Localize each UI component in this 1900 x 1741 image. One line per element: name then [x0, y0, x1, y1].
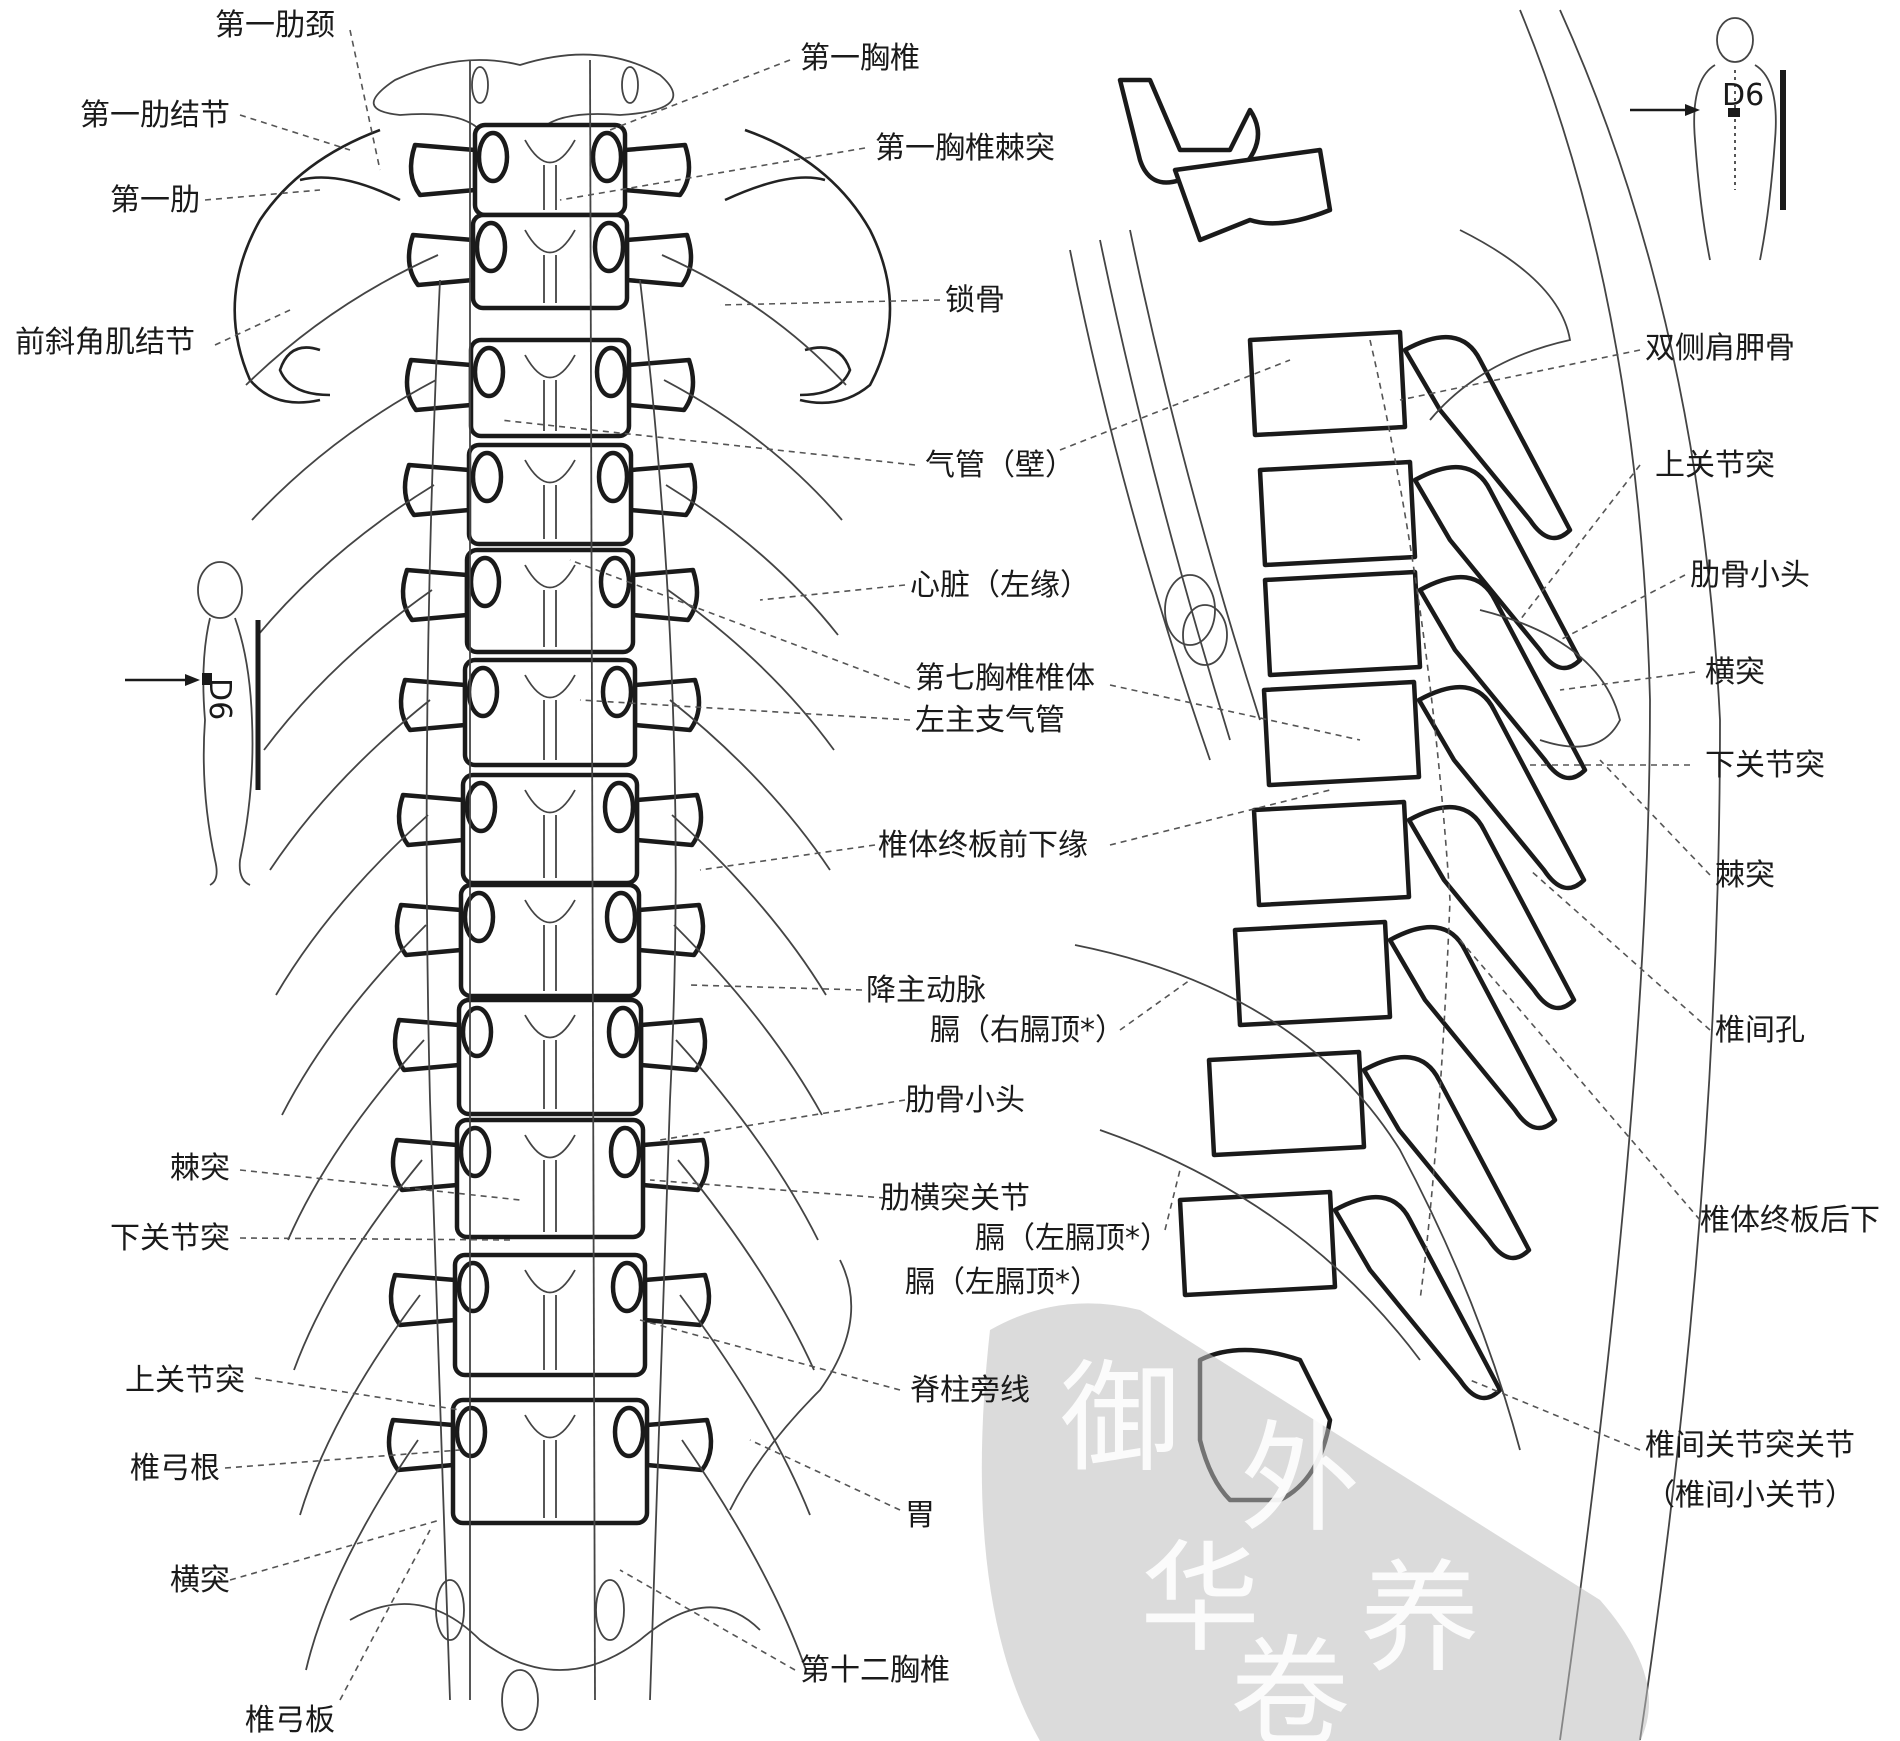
right-rib1-arch: [745, 130, 890, 403]
label-clavicle: 锁骨: [945, 283, 1005, 318]
label-intervertebral-foramen: 椎间孔: [1715, 1013, 1805, 1048]
label-t1: 第一胸椎: [800, 41, 920, 76]
label-stomach: 胃: [905, 1498, 935, 1533]
ap-view: [235, 55, 890, 1730]
ap-vertebra: [401, 660, 699, 765]
label-rib1-neck: 第一肋颈: [215, 8, 335, 43]
rib-right: [682, 1440, 806, 1670]
label-bilateral-scapula: 双侧肩胛骨: [1645, 331, 1795, 366]
ap-vertebra: [411, 125, 689, 215]
label-t12: 第十二胸椎: [800, 1653, 950, 1688]
label-inferior-articular-lat: 下关节突: [1705, 748, 1825, 783]
ap-vertebra: [399, 775, 701, 883]
side-level-marker: D6: [202, 678, 237, 720]
label-scalene-tubercle: 前斜角肌结节: [15, 325, 195, 360]
label-rib1-tubercle: 第一肋结节: [80, 98, 230, 133]
watermark-glyph: 卷: [1230, 1625, 1350, 1741]
rib-left: [300, 1295, 420, 1515]
label-t7-body: 第七胸椎椎体: [915, 661, 1095, 696]
label-rib1: 第一肋: [110, 183, 200, 218]
label-diaphragm-left-dome-1: 膈（左膈顶*）: [975, 1221, 1170, 1256]
label-trachea-wall: 气管（壁）: [925, 448, 1075, 483]
ap-vertebra: [397, 885, 703, 996]
back-figure-icon: D6: [1630, 18, 1783, 260]
label-superior-articular-lat: 上关节突: [1655, 448, 1775, 483]
labels-left: 第一肋颈 第一肋结节 第一肋 前斜角肌结节 棘突 下关节突 上关节突 椎弓根 横…: [15, 8, 335, 1738]
c7-vertebra: [374, 55, 674, 130]
label-descending-aorta: 降主动脉: [866, 973, 986, 1008]
label-left-main-bronchus: 左主支气管: [915, 703, 1065, 738]
left-rib1-arch: [235, 130, 380, 403]
rib-left: [306, 1440, 418, 1670]
label-pedicle: 椎弓根: [130, 1451, 220, 1486]
label-transverse-process-lat: 横突: [1705, 655, 1765, 690]
label-lamina: 椎弓板: [245, 1703, 335, 1738]
label-heart-left-border: 心脏（左缘）: [910, 568, 1090, 603]
ap-vertebra: [403, 550, 697, 652]
back-level-marker: D6: [1722, 78, 1764, 113]
label-spinous-process-lat: 棘突: [1715, 858, 1775, 893]
label-diaphragm-right-dome: 膈（右膈顶*）: [930, 1013, 1125, 1048]
label-diaphragm-left-dome-2: 膈（左膈顶*）: [905, 1265, 1100, 1300]
watermark-glyph: 御: [1060, 1350, 1180, 1489]
watermark-glyph: 外: [1240, 1410, 1360, 1549]
label-endplate-posterior-inferior: 椎体终板后下: [1700, 1203, 1880, 1238]
ap-vertebra: [407, 340, 693, 436]
ap-vertebra: [395, 1000, 705, 1114]
side-figure-icon: D6: [125, 562, 258, 885]
label-superior-articular: 上关节突: [125, 1363, 245, 1398]
label-endplate-anterior-inferior: 椎体终板前下缘: [878, 828, 1088, 863]
label-rib-head-lat: 肋骨小头: [1690, 558, 1810, 593]
label-t1-spinous: 第一胸椎棘突: [875, 131, 1055, 166]
label-facet-joint: 椎间关节突关节: [1645, 1428, 1855, 1463]
labels-right: 双侧肩胛骨 上关节突 肋骨小头 横突 下关节突 棘突 椎间孔 椎体终板后下 椎间…: [1645, 331, 1880, 1513]
label-paraspinal-line: 脊柱旁线: [910, 1373, 1030, 1408]
lateral-vertebrae: [1180, 332, 1585, 1398]
watermark-glyph: 养: [1360, 1550, 1480, 1689]
label-spinous-process: 棘突: [170, 1151, 230, 1186]
ap-vertebra: [389, 1400, 711, 1523]
ap-vertebra: [405, 445, 695, 544]
label-rib-head-center: 肋骨小头: [905, 1083, 1025, 1118]
watermark-stamp: 御 外 养 华 卷: [982, 1303, 1649, 1741]
ap-vertebra: [393, 1120, 707, 1237]
ap-vertebra: [409, 215, 691, 308]
label-costotransverse-joint: 肋横突关节: [880, 1181, 1030, 1216]
label-facet-joint-alt: （椎间小关节）: [1645, 1478, 1855, 1513]
label-transverse-process: 横突: [170, 1563, 230, 1598]
label-inferior-articular: 下关节突: [110, 1221, 230, 1256]
